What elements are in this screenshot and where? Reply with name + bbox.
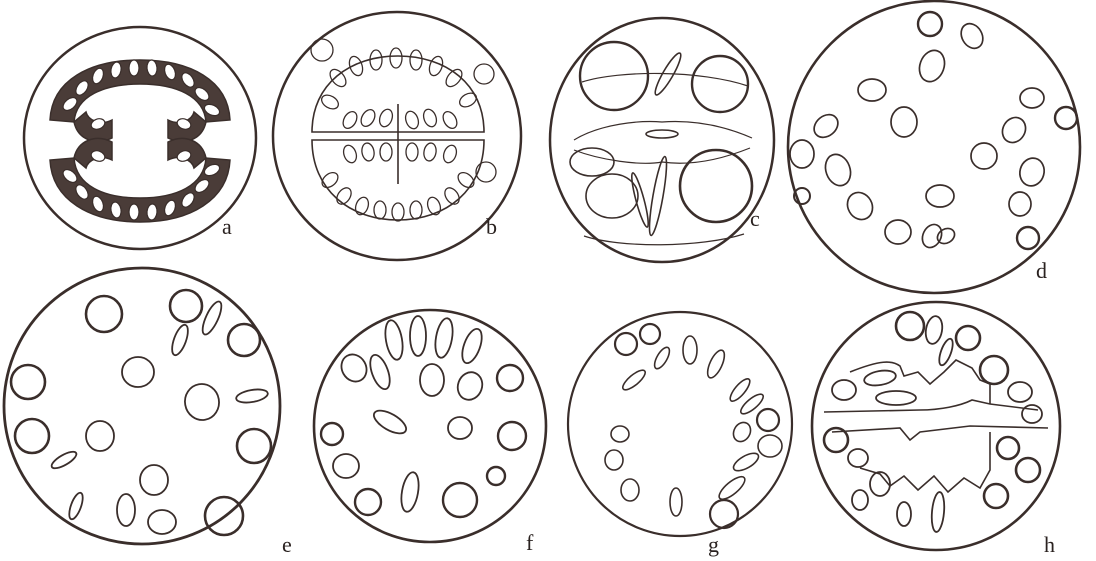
panel-c-cells: [570, 42, 752, 236]
panel-b: b: [273, 12, 521, 260]
panel-b-label: b: [486, 214, 497, 239]
panel-c-label: c: [750, 206, 760, 231]
panel-e: e: [4, 268, 292, 557]
panel-a: a: [24, 27, 256, 249]
panel-h-cells: [824, 312, 1042, 532]
panel-a-label: a: [222, 214, 232, 239]
panel-d-outline: [788, 1, 1080, 293]
panel-g-cells: [605, 324, 782, 528]
panel-b-outline: [273, 12, 521, 260]
panel-f-cells: [321, 316, 526, 517]
panel-f: f: [314, 310, 546, 555]
panel-f-outline: [314, 310, 546, 542]
panel-e-cells: [11, 290, 271, 535]
panel-b-cells: [311, 39, 496, 221]
panel-h-outline: [812, 302, 1060, 550]
panel-h: h: [812, 302, 1060, 557]
panel-f-label: f: [526, 530, 534, 555]
panel-d-cells: [790, 12, 1077, 251]
panel-d: d: [788, 1, 1080, 293]
panel-g-label: g: [708, 532, 719, 557]
panel-c-outline: [550, 18, 774, 262]
panel-d-label: d: [1036, 258, 1047, 283]
panel-c: c: [550, 18, 774, 262]
panel-h-walls: [824, 360, 1048, 492]
panel-g: g: [568, 312, 792, 557]
panel-e-label: e: [282, 532, 292, 557]
panel-h-label: h: [1044, 532, 1055, 557]
